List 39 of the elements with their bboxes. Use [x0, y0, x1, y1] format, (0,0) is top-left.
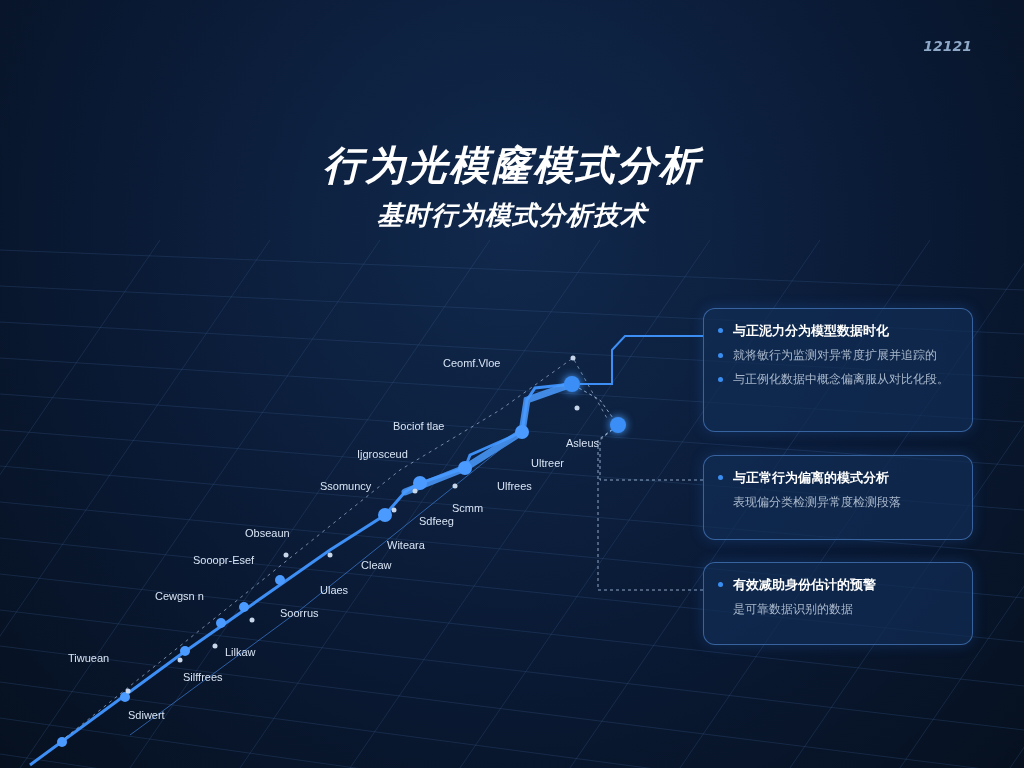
- card-text: 与正例化数据中概念偏离服从对比化段。: [733, 371, 949, 388]
- point-label: Ijgrosceud: [357, 448, 408, 460]
- info-card: [703, 455, 973, 540]
- point-label: Tiwuean: [68, 652, 110, 664]
- point-label: Cewgsn n: [155, 590, 204, 602]
- card-text: 就将敏行为监测对异常度扩展并追踪的: [733, 347, 937, 364]
- point-label: Ultreer: [531, 457, 564, 469]
- title: 行为光模窿模式分析: [0, 138, 1024, 193]
- point-label: Obseaun: [245, 527, 290, 539]
- point-label: Silffrees: [183, 671, 223, 683]
- point-label: Asleus: [566, 437, 600, 449]
- card-heading: 有效减助身份估计的预警: [733, 576, 876, 594]
- connector-line: [599, 429, 704, 481]
- card-heading: 与正泥力分为模型数据时化: [733, 322, 889, 340]
- connector-line: [579, 335, 704, 385]
- page-number: 12121: [923, 38, 972, 54]
- info-card: [703, 308, 973, 432]
- connector-line: [578, 387, 614, 419]
- card-heading: 与正常行为偏离的模式分析: [733, 469, 889, 487]
- point-label: Cleaw: [361, 559, 392, 571]
- point-label: Soorrus: [280, 607, 319, 619]
- point-label: Ulaes: [320, 584, 349, 596]
- point-label: Ssomuncy: [320, 480, 372, 492]
- info-card: [703, 562, 973, 645]
- point-label: Scmm: [452, 502, 484, 514]
- card-text: 是可靠数据识别的数据: [733, 601, 853, 618]
- card-text: 表现偏分类检测异常度检测段落: [733, 494, 901, 511]
- point-label: Bociof tlae: [393, 420, 445, 432]
- point-label: Sdfeeg: [419, 515, 454, 527]
- connector-line: [597, 429, 704, 591]
- point-label: Sooopr-Esef: [193, 554, 255, 566]
- point-label: Ulfrees: [497, 480, 532, 492]
- subtitle: 基时行为模式分析技术: [377, 199, 647, 232]
- point-label: Ceomf.Vloe: [443, 357, 501, 369]
- point-label: Witeara: [387, 539, 425, 551]
- point-label: Sdiwert: [128, 709, 165, 721]
- point-label: Lilkaw: [225, 646, 256, 658]
- endpoint-dot: [610, 417, 626, 433]
- endpoint-dot: [564, 376, 580, 392]
